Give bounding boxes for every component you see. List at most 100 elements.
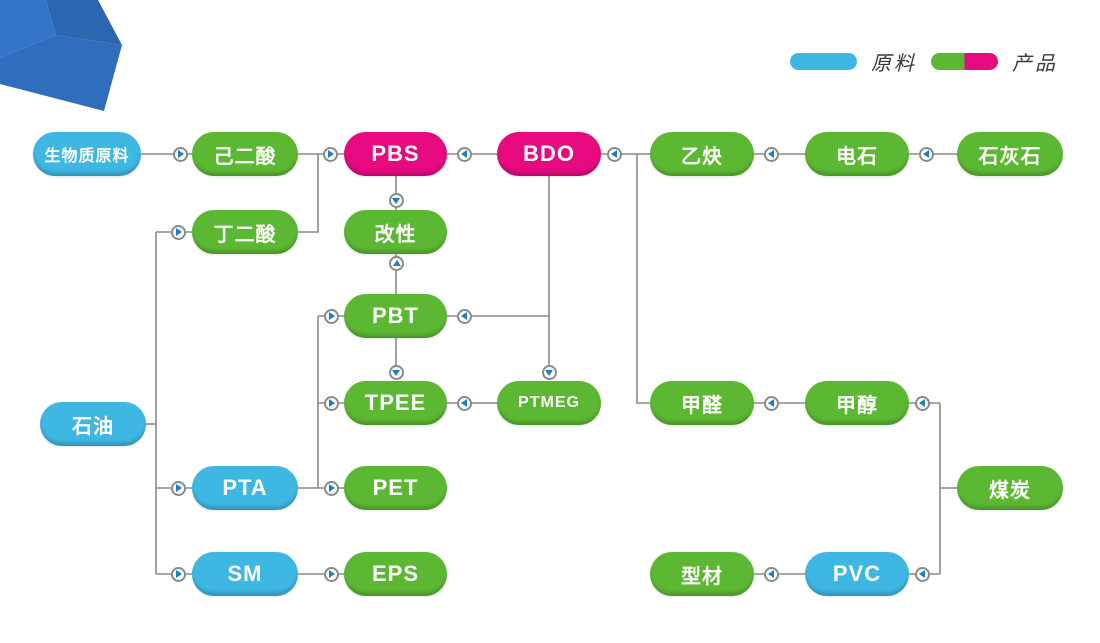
node-adipic-acid: 己二酸	[192, 132, 298, 176]
node-label: 乙炔	[681, 145, 723, 168]
flow-arrow-icon	[388, 192, 404, 208]
cube-decoration	[0, 0, 122, 111]
arrow-triangle-icon	[545, 369, 553, 376]
node-pet: PET	[344, 466, 447, 510]
node-modified: 改性	[344, 210, 447, 254]
node-label: 型材	[681, 565, 723, 588]
edge-line	[298, 154, 319, 233]
node-label: 电石	[836, 145, 878, 168]
node-label: PET	[372, 475, 419, 500]
node-label: 改性	[374, 223, 417, 246]
flow-arrow-icon	[914, 395, 930, 411]
arrow-triangle-icon	[175, 570, 182, 578]
flow-arrow-icon	[323, 308, 339, 324]
node-label: 丁二酸	[213, 223, 277, 246]
arrow-triangle-icon	[327, 150, 334, 158]
flow-arrow-icon	[172, 146, 188, 162]
flow-arrow-icon	[170, 224, 186, 240]
arrow-triangle-icon	[460, 399, 467, 407]
flow-arrow-icon	[388, 255, 404, 271]
arrow-triangle-icon	[328, 484, 335, 492]
node-label: TPEE	[364, 390, 427, 415]
node-pbt: PBT	[344, 294, 447, 338]
node-bdo: BDO	[497, 132, 601, 176]
flow-arrow-icon	[456, 395, 472, 411]
flow-arrow-icon	[170, 566, 186, 582]
node-label: 石灰石	[978, 145, 1042, 168]
arrow-triangle-icon	[767, 150, 774, 158]
node-label: BDO	[523, 141, 575, 166]
node-biomass: 生物质原料	[33, 132, 141, 176]
node-limestone: 石灰石	[957, 132, 1063, 176]
flow-arrow-icon	[456, 146, 472, 162]
flow-arrow-icon	[456, 308, 472, 324]
arrow-triangle-icon	[177, 150, 184, 158]
arrow-triangle-icon	[175, 228, 182, 236]
node-succinic-acid: 丁二酸	[192, 210, 298, 254]
node-eps: EPS	[344, 552, 447, 596]
node-tpee: TPEE	[344, 381, 447, 425]
node-label: 己二酸	[213, 145, 277, 168]
arrow-triangle-icon	[392, 369, 400, 376]
node-sm: SM	[192, 552, 298, 596]
arrow-triangle-icon	[392, 197, 400, 204]
node-ptmeg: PTMEG	[497, 381, 601, 425]
arrow-triangle-icon	[918, 399, 925, 407]
node-pta: PTA	[192, 466, 298, 510]
edge-line	[636, 154, 650, 404]
arrow-triangle-icon	[767, 399, 774, 407]
node-petroleum: 石油	[40, 402, 146, 446]
flow-arrow-icon	[323, 395, 339, 411]
arrow-triangle-icon	[610, 150, 617, 158]
arrow-triangle-icon	[328, 570, 335, 578]
legend: 原料 产品	[790, 44, 1080, 78]
flow-arrow-icon	[606, 146, 622, 162]
flow-arrow-icon	[388, 364, 404, 380]
node-label: EPS	[371, 561, 420, 586]
node-pvc: PVC	[805, 552, 909, 596]
arrow-triangle-icon	[328, 312, 335, 320]
arrow-triangle-icon	[767, 570, 774, 578]
node-label: 石油	[72, 415, 114, 438]
flow-arrow-icon	[541, 364, 557, 380]
node-label: 煤炭	[989, 479, 1031, 502]
flow-arrow-icon	[322, 146, 338, 162]
flow-arrow-icon	[763, 395, 779, 411]
flow-arrow-icon	[763, 566, 779, 582]
arrow-triangle-icon	[175, 484, 182, 492]
node-label: SM	[227, 561, 263, 586]
node-label: PBS	[371, 141, 420, 166]
node-calcium-carbide: 电石	[805, 132, 909, 176]
arrow-triangle-icon	[392, 259, 400, 266]
arrow-triangle-icon	[918, 570, 925, 578]
node-label: PVC	[832, 561, 882, 586]
node-label: 甲醇	[836, 394, 878, 417]
node-profiles: 型材	[650, 552, 754, 596]
cube-face-left	[0, 0, 56, 58]
legend-raw-label: 原料	[871, 52, 917, 75]
node-acetylene: 乙炔	[650, 132, 754, 176]
arrow-triangle-icon	[922, 150, 929, 158]
flow-arrow-icon	[763, 146, 779, 162]
flow-arrow-icon	[323, 480, 339, 496]
flow-arrow-icon	[918, 146, 934, 162]
node-label: 生物质原料	[44, 148, 130, 165]
legend-product-label: 产品	[1012, 52, 1058, 75]
legend-raw-swatch	[790, 52, 857, 70]
arrow-triangle-icon	[460, 312, 467, 320]
node-methanol: 甲醇	[805, 381, 909, 425]
legend-product-swatch	[931, 52, 998, 70]
node-pbs: PBS	[344, 132, 447, 176]
flow-arrow-icon	[323, 566, 339, 582]
flow-arrow-icon	[170, 480, 186, 496]
node-label: PBT	[372, 303, 419, 328]
node-formaldehyde: 甲醛	[650, 381, 754, 425]
node-label: PTMEG	[518, 394, 580, 411]
node-label: 甲醛	[681, 394, 723, 417]
cube-face-front	[0, 35, 122, 111]
cube-face-top	[46, 0, 122, 45]
arrow-triangle-icon	[460, 150, 467, 158]
flow-arrow-icon	[914, 566, 930, 582]
